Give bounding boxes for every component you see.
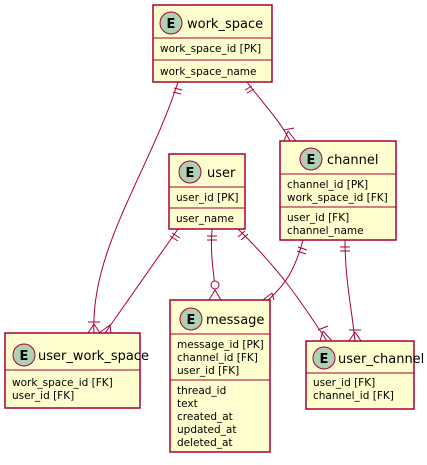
mark-u-uws-end-b	[109, 324, 112, 334]
mark-u-uws-start-2	[169, 235, 179, 242]
entity-field: user_id [FK]	[287, 212, 349, 224]
mark-u-uc-start-1	[237, 230, 246, 238]
entity-badge-letter: E	[187, 313, 196, 328]
mark-ch-uc-end-a	[348, 331, 356, 342]
mark-u-uc-end-c	[317, 325, 329, 331]
entity-key: work_space_id [FK]	[12, 377, 113, 389]
mark-u-uws-end-a	[98, 324, 111, 334]
relation-channel-user-channel	[344, 239, 356, 342]
mark-ws-ch-start-1	[244, 85, 253, 91]
mark-ws-uws-start-1	[173, 87, 183, 91]
entity-key: work_space_id [PK]	[160, 43, 261, 55]
entity-badge-icon	[159, 11, 183, 35]
entity-badge-icon	[179, 307, 203, 331]
entity-user: E user user_id [PK] user_name	[168, 153, 246, 230]
entity-field: user_name	[176, 213, 234, 225]
entity-badge-letter: E	[320, 352, 329, 367]
entity-badge-icon	[312, 346, 336, 370]
entity-message: E message message_id [PK] channel_id [FK…	[169, 299, 271, 453]
entity-key: work_space_id [FK]	[287, 192, 388, 204]
entity-title: user_channel	[338, 352, 424, 367]
entity-key: user_id [FK]	[12, 390, 74, 402]
entity-badge-icon	[178, 160, 202, 184]
entity-field: text	[177, 398, 198, 410]
relationships	[87, 81, 362, 342]
mark-ws-ch-end-b	[287, 130, 297, 142]
relation-channel-message	[267, 239, 304, 301]
entity-field: created_at	[177, 411, 233, 423]
entity-title: channel	[327, 153, 378, 168]
mark-ws-ch-start-2	[246, 88, 255, 94]
mark-u-msg-end-b	[214, 289, 222, 301]
entity-work-space: E work_space work_space_id [PK] work_spa…	[152, 4, 273, 83]
mark-u-uc-end-b	[322, 330, 333, 342]
entity-key: channel_id [PK]	[287, 179, 368, 191]
mark-ch-uc-end-b	[354, 331, 362, 342]
mark-ch-msg-end-b	[271, 292, 275, 301]
entity-badge-letter: E	[307, 153, 316, 168]
mark-ws-uws-end-a	[87, 323, 95, 334]
mark-ws-ch-end-c	[283, 127, 295, 131]
mark-ws-ch-end-a	[283, 130, 289, 142]
entity-badge-letter: E	[20, 349, 29, 364]
entity-user-channel: E user_channel user_id [FK] channel_id […	[305, 340, 424, 410]
mark-ws-uws-end-b	[93, 323, 101, 334]
entity-channel: E channel channel_id [PK] work_space_id …	[279, 140, 397, 241]
mark-ch-msg-end-a	[262, 292, 273, 301]
entity-key: user_id [FK]	[313, 377, 375, 389]
entity-field: channel_name	[287, 225, 364, 237]
mark-u-uws-start	[171, 232, 181, 239]
entity-key: channel_id [FK]	[177, 352, 258, 364]
entity-title: user_work_space	[38, 349, 149, 364]
entity-title: message	[206, 313, 264, 328]
entity-field: thread_id	[177, 385, 226, 397]
mark-u-msg-end-a	[208, 289, 216, 301]
entity-key: message_id [PK]	[177, 339, 264, 351]
entity-key: user_id [PK]	[176, 192, 238, 204]
entity-badge-letter: E	[186, 166, 195, 181]
entity-key: channel_id [FK]	[313, 390, 394, 402]
mark-ws-uws-start-2	[172, 91, 182, 95]
entity-field: updated_at	[177, 424, 236, 436]
mark-u-uc-start-2	[240, 233, 249, 241]
mark-ch-msg-start-2	[296, 250, 307, 255]
entity-channel-box	[279, 140, 397, 241]
entity-field: work_space_name	[160, 66, 257, 78]
entity-key: user_id [FK]	[177, 365, 239, 377]
entity-badge-icon	[299, 147, 323, 171]
entity-title: user	[207, 166, 236, 181]
relation-work-space-user-work-space	[93, 81, 179, 334]
entity-badge-letter: E	[167, 17, 176, 32]
mark-ch-msg-start-1	[297, 246, 308, 251]
relation-user-user-channel	[237, 228, 328, 342]
entity-title: work_space	[187, 17, 263, 32]
entity-user-work-space: E user_work_space work_space_id [FK] use…	[4, 332, 149, 409]
entity-badge-icon	[12, 343, 36, 367]
relation-user-user-work-space	[104, 228, 179, 334]
mark-u-uc-end-a	[319, 330, 324, 342]
mark-u-msg-end-circle	[210, 280, 220, 290]
entity-field: deleted_at	[177, 437, 233, 449]
relation-work-space-channel	[246, 81, 291, 142]
